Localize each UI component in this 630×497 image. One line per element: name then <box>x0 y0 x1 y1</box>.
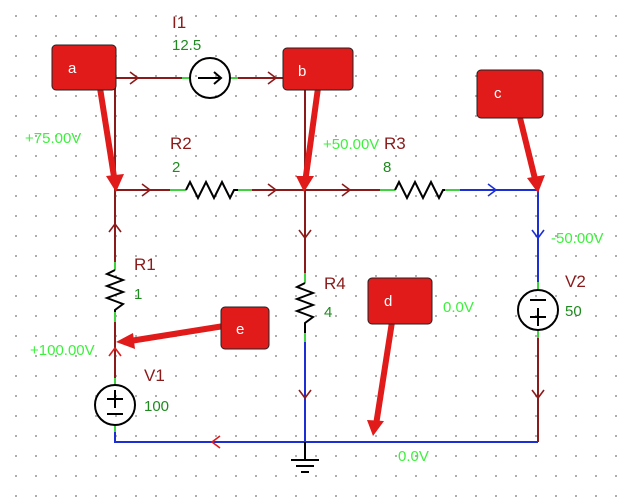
arrow-right-icon <box>341 183 352 197</box>
arrow-down-icon <box>531 389 545 400</box>
i1-value: 12.5 <box>172 37 201 54</box>
r1-value: 1 <box>134 286 142 303</box>
voltage-node-e: +100.00V <box>30 342 95 359</box>
i1-ref: I1 <box>172 13 186 32</box>
current-source-i1[interactable] <box>182 57 238 99</box>
v1-value: 100 <box>144 398 169 415</box>
arrow-left-icon <box>210 435 221 449</box>
r1-ref: R1 <box>134 255 156 274</box>
arrow-right-icon <box>487 183 498 197</box>
wire-bottom-rail[interactable] <box>114 425 538 443</box>
callout-a-label: a <box>68 60 77 77</box>
current-arrows <box>108 71 545 449</box>
r2-ref: R2 <box>170 134 192 153</box>
ground-symbol <box>291 442 319 473</box>
resistor-r2[interactable] <box>170 179 252 201</box>
arrow-right-icon <box>267 71 278 85</box>
arrow-down-icon <box>298 389 312 400</box>
r3-ref: R3 <box>384 134 406 153</box>
callout-b-label: b <box>298 63 306 80</box>
voltage-node-d-mid: 0.0V <box>443 299 474 316</box>
callout-c-label: c <box>494 85 502 102</box>
component-labels: I1 12.5 R2 2 R3 8 R1 1 R4 4 V1 100 V2 50 <box>134 13 586 415</box>
node-voltages: +75.00V +50.00V -50.00V +100.00V 0.0V 0.… <box>25 130 604 465</box>
arrow-right-icon <box>267 183 278 197</box>
v1-ref: V1 <box>144 366 165 385</box>
r3-value: 8 <box>383 159 391 176</box>
callout-e-label: e <box>236 321 244 338</box>
callout-b[interactable]: b <box>282 47 354 192</box>
callout-e[interactable]: e <box>116 306 270 350</box>
callouts: a b c d e <box>51 44 545 436</box>
v2-ref: V2 <box>565 272 586 291</box>
arrow-right-icon <box>129 71 140 85</box>
voltage-source-v2[interactable] <box>517 282 559 338</box>
resistor-r1[interactable] <box>104 262 126 322</box>
v2-value: 50 <box>565 303 582 320</box>
r2-value: 2 <box>172 159 180 176</box>
callout-d[interactable]: d <box>367 277 433 436</box>
voltage-node-b: +50.00V <box>323 136 379 153</box>
r4-value: 4 <box>324 304 332 321</box>
arrow-up-icon <box>108 222 122 233</box>
arrow-right-icon <box>141 183 152 197</box>
voltage-node-d-bottom: 0.0V <box>398 448 429 465</box>
callout-a[interactable]: a <box>51 44 124 192</box>
voltage-source-v1[interactable] <box>94 378 136 432</box>
arrow-down-icon <box>298 229 312 240</box>
r4-ref: R4 <box>324 274 346 293</box>
callout-d-label: d <box>384 293 392 310</box>
voltage-node-a: +75.00V <box>25 130 81 147</box>
voltage-node-c: -50.00V <box>551 230 604 247</box>
arrow-down-icon <box>531 229 545 240</box>
resistor-r4[interactable] <box>294 273 316 342</box>
callout-c[interactable]: c <box>476 69 545 193</box>
wire-top-branch[interactable] <box>114 77 306 190</box>
resistor-r3[interactable] <box>380 179 460 201</box>
arrow-up-icon <box>108 346 122 357</box>
